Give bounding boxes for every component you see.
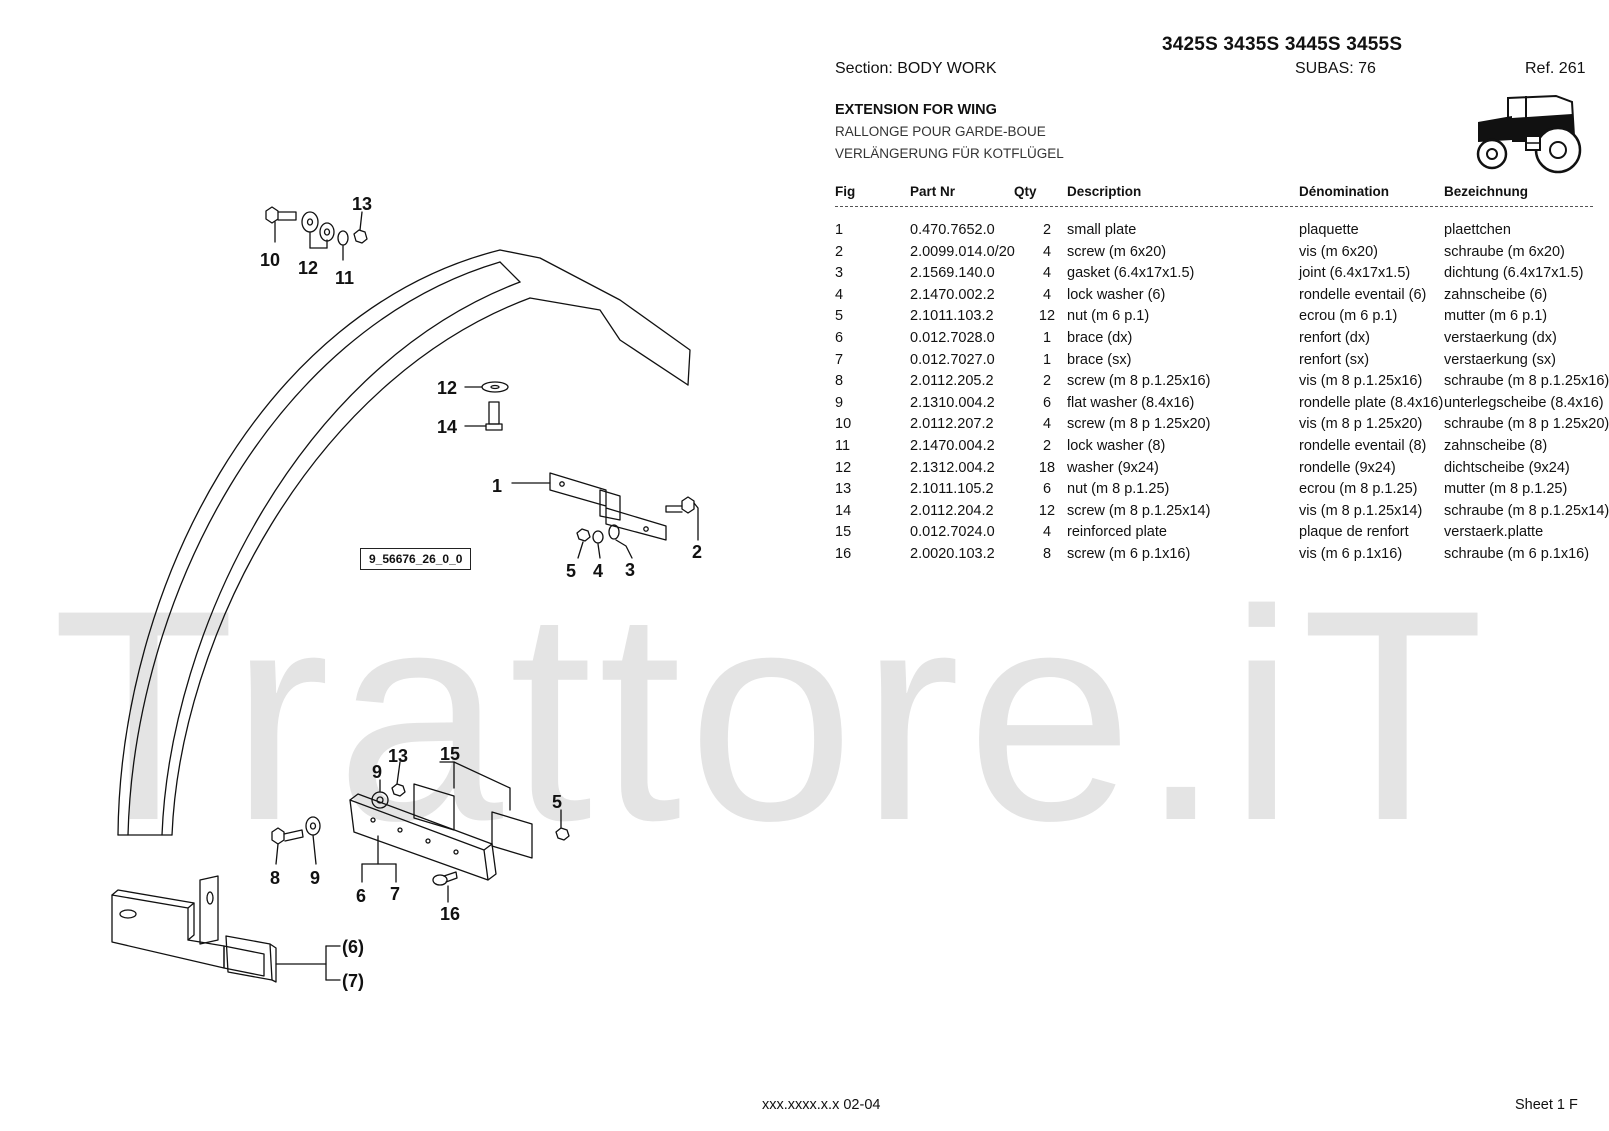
callout-5b: 5 [552, 792, 562, 812]
footer-code: xxx.xxxx.x.x 02-04 [762, 1097, 881, 1113]
callout-16: 16 [440, 904, 460, 924]
callout-15: 15 [440, 744, 460, 764]
callout-5: 5 [566, 561, 576, 581]
callout-10: 10 [260, 250, 280, 270]
model-list: 3425S 3435S 3445S 3455S [1162, 34, 1403, 55]
col-header-fig: Fig [835, 184, 856, 199]
col-header-qty: Qty [1014, 184, 1037, 199]
col-header-denomination: Dénomination [1299, 184, 1389, 199]
col-header-bezeichnung: Bezeichnung [1444, 184, 1529, 199]
callout-13b: 13 [388, 746, 408, 766]
callout-6-paren: (6) [342, 937, 364, 957]
title-french: RALLONGE POUR GARDE-BOUE [835, 124, 1046, 139]
callout-12b: 12 [437, 378, 457, 398]
callout-12: 12 [298, 258, 318, 278]
callout-6: 6 [356, 886, 366, 906]
tractor-icon [1476, 94, 1582, 174]
subas-label: SUBAS: 76 [1295, 60, 1376, 77]
callout-14: 14 [437, 417, 457, 437]
col-header-description: Description [1067, 184, 1142, 199]
callout-11: 11 [335, 268, 354, 288]
callout-7-paren: (7) [342, 971, 364, 991]
callout-1: 1 [492, 476, 502, 496]
callout-2: 2 [692, 542, 702, 562]
title-english: EXTENSION FOR WING [835, 102, 997, 118]
callout-8: 8 [270, 868, 280, 888]
col-header-part: Part Nr [910, 184, 956, 199]
callout-7: 7 [390, 884, 400, 904]
diagram-code: 9_56676_26_0_0 [360, 548, 472, 570]
callout-9b: 9 [310, 868, 320, 888]
callout-13: 13 [352, 194, 372, 214]
header-divider [835, 206, 1593, 207]
ref-label: Ref. 261 [1525, 60, 1586, 77]
section-label: Section: BODY WORK [835, 60, 997, 77]
callout-4: 4 [593, 561, 603, 581]
exploded-diagram: 10 12 11 13 12 14 1 2 5 4 3 9 13 15 5 8 … [111, 194, 702, 991]
callout-3: 3 [625, 560, 635, 580]
watermark-text: Trattore.iT [52, 547, 1491, 883]
sheet-label: Sheet 1 F [1515, 1097, 1578, 1113]
title-german: VERLÄNGERUNG FÜR KOTFLÜGEL [835, 146, 1064, 161]
callout-9: 9 [372, 762, 382, 782]
